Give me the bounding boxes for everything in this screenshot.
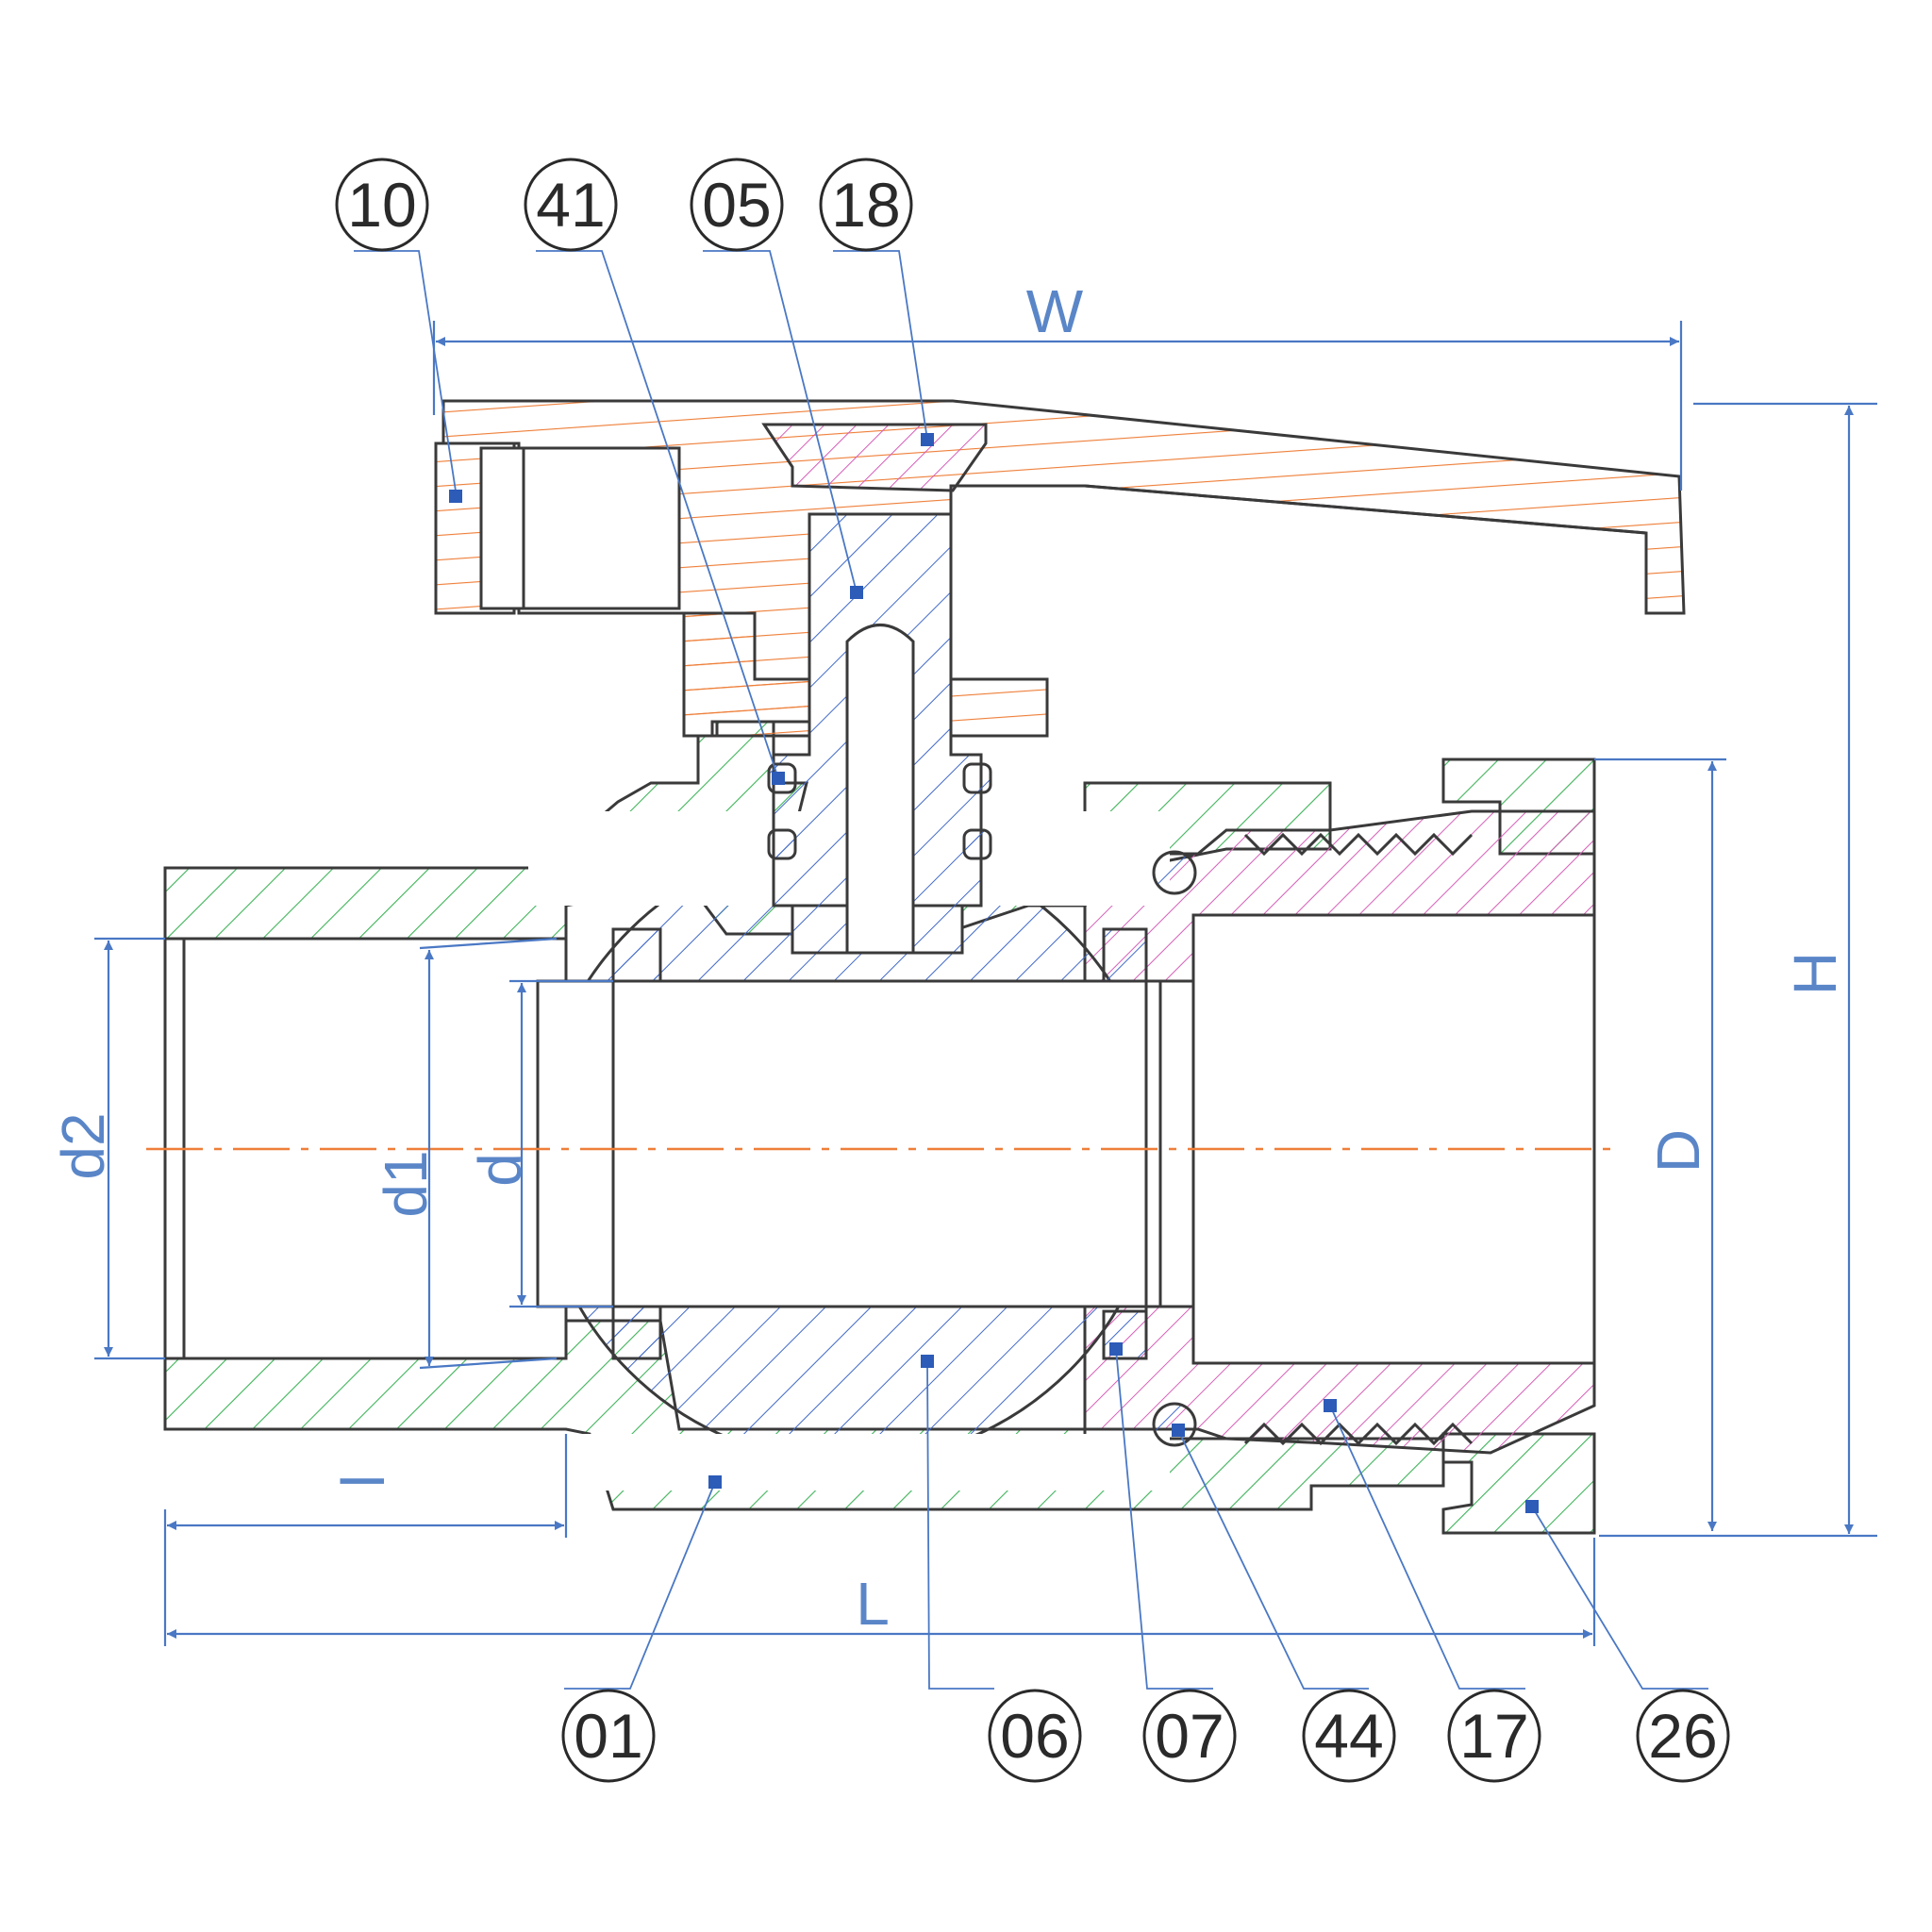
leaders (354, 250, 1708, 1690)
dim-w-label: W (1026, 277, 1084, 345)
leader-05 (703, 250, 858, 593)
balloon-26: 26 (1636, 1689, 1730, 1783)
stem-oring-right-top (962, 762, 992, 794)
balloon-17-label: 17 (1459, 1701, 1528, 1771)
dim-h-label: H (1781, 952, 1849, 995)
seat-right-top (1102, 927, 1148, 983)
balloons: 10 41 05 18 01 06 07 44 (335, 158, 1730, 1783)
dim-l-label: L (856, 1570, 890, 1638)
dim-d1-label: d1 (372, 1150, 440, 1217)
balloon-44-label: 44 (1314, 1701, 1383, 1771)
stem-oring-left-bottom (767, 828, 797, 860)
balloon-05-label: 05 (702, 170, 771, 240)
union-nut (1441, 1432, 1596, 1535)
balloon-26-label: 26 (1648, 1701, 1717, 1771)
balloon-10: 10 (335, 158, 429, 252)
end-connector (1083, 809, 1596, 1455)
handle (434, 399, 1686, 738)
dim-d2-label: d2 (49, 1112, 117, 1179)
leader-07 (1115, 1348, 1213, 1690)
leader-26 (1531, 1506, 1708, 1690)
balloon-06-label: 06 (1000, 1701, 1069, 1771)
leader-44 (1177, 1429, 1369, 1690)
balloon-41-label: 41 (536, 170, 605, 240)
balloon-01-label: 01 (574, 1701, 642, 1771)
dim-l-small-label: l (329, 1474, 397, 1488)
body-oring (1152, 850, 1197, 895)
balloon-10-label: 10 (347, 170, 416, 240)
leader-06 (926, 1360, 994, 1690)
end-connector-bore (1191, 913, 1596, 1365)
balloon-06: 06 (988, 1689, 1082, 1783)
balloon-18: 18 (819, 158, 913, 252)
balloon-18-label: 18 (831, 170, 900, 240)
balloon-05: 05 (690, 158, 784, 252)
balloon-41: 41 (524, 158, 618, 252)
dim-d-small-label: d (466, 1153, 534, 1187)
seats (611, 927, 1148, 1360)
leader-01 (564, 1481, 716, 1690)
balloon-44: 44 (1302, 1689, 1396, 1783)
balloon-07-label: 07 (1155, 1701, 1224, 1771)
leader-18 (833, 250, 928, 441)
dimensions: W H D L l d2 d1 d (49, 277, 1877, 1646)
handle-skirt (682, 611, 811, 738)
ball-bore (536, 979, 1162, 1308)
balloon-07: 07 (1142, 1689, 1237, 1783)
dim-d-label: D (1644, 1129, 1712, 1173)
handle-insert (761, 423, 988, 492)
balloon-17: 17 (1447, 1689, 1541, 1783)
thread-lower (1243, 1422, 1474, 1446)
stem-core (845, 624, 915, 955)
balloon-01: 01 (561, 1689, 656, 1783)
seat-left-bottom (611, 1305, 662, 1360)
seat-left-top (611, 927, 662, 983)
stem-oring-right-bottom (962, 828, 992, 860)
leader-41 (536, 250, 779, 779)
leader-17 (1329, 1405, 1525, 1690)
thread-upper (1243, 832, 1474, 857)
